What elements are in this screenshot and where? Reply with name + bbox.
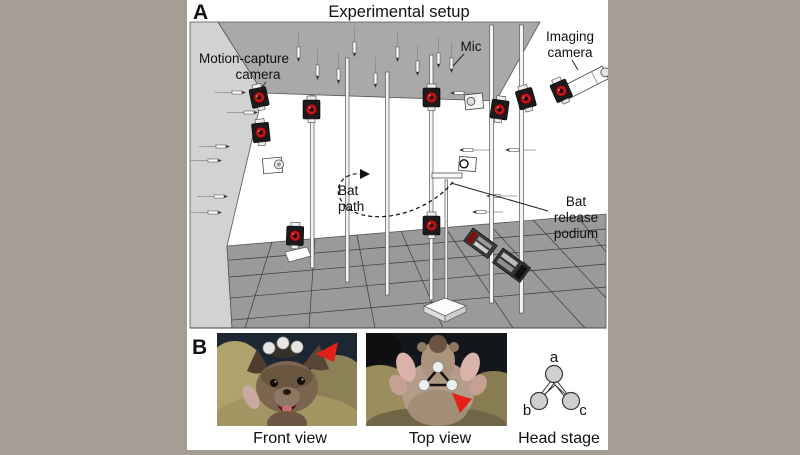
red-arrowhead-icon (452, 393, 472, 413)
pole (489, 24, 494, 304)
caption-top-view: Top view (409, 430, 472, 447)
camera-mount-card (284, 246, 312, 263)
podium-base-side (444, 305, 467, 323)
marker-ball (446, 379, 458, 391)
marker-ball (290, 340, 304, 354)
podium-pole (444, 179, 448, 307)
floor-grid (227, 215, 606, 328)
pole (310, 94, 315, 269)
panel-a-annotations: Motion-capture camera Mic Imaging camera… (199, 29, 598, 241)
leader-line (452, 53, 465, 67)
head-stage-diagram-struts (540, 380, 568, 397)
bat-release-label-line1: Bat (566, 194, 587, 209)
motion-capture-label-line1: Motion-capture (199, 51, 289, 66)
head-stage-node-a (544, 364, 564, 384)
imaging-camera-label-line2: camera (547, 45, 593, 60)
motion-capture-camera-icon (422, 211, 441, 239)
head-stage-node-c (561, 391, 581, 411)
motion-capture-camera-icon (422, 83, 441, 111)
caption-front-view: Front view (253, 430, 327, 447)
red-arrowhead-icon (316, 342, 338, 362)
node-label-b: b (523, 402, 531, 419)
marker-ball (432, 361, 444, 373)
pole (345, 57, 350, 283)
marker-ball (276, 336, 290, 350)
white-box-camera (261, 156, 284, 175)
microphone-icon (471, 210, 504, 214)
motion-capture-camera-icon (513, 82, 539, 114)
pole (519, 24, 524, 314)
leader-line (571, 59, 579, 71)
figure-svg: A Experimental setup (189, 1, 611, 447)
leader-line (257, 81, 267, 93)
top-view-photo (366, 333, 507, 426)
dark-camera (463, 227, 498, 260)
head-stage-diagram: a b c (523, 349, 587, 419)
front-view-photo (217, 333, 357, 426)
caption-head-stage: Head stage (518, 430, 600, 447)
leader-line (450, 182, 549, 212)
marker-ball (418, 379, 430, 391)
panel-b-label: B (192, 336, 207, 359)
microphone-icon (458, 148, 491, 152)
floor (226, 213, 607, 329)
bat-path-arrow (337, 169, 454, 218)
mic-label: Mic (461, 39, 482, 54)
bat-path-label-line2: path (338, 199, 364, 214)
imaging-camera (547, 65, 611, 107)
head-stage-node-b (529, 391, 549, 411)
podium-platform (431, 172, 463, 179)
bat-release-label-line3: podium (554, 226, 598, 241)
bat-path-label-line1: Bat (338, 183, 359, 198)
node-label-c: c (579, 402, 587, 419)
motion-capture-camera-icon (285, 221, 305, 250)
motion-capture-label-line2: camera (235, 67, 281, 82)
bat-path-arrowhead-icon (360, 169, 370, 179)
dark-camera (491, 247, 531, 284)
node-label-a: a (550, 349, 559, 366)
white-box-camera (463, 92, 485, 111)
motion-capture-camera-icon (302, 95, 321, 123)
figure-title: Experimental setup (328, 3, 469, 21)
figure-panel: A Experimental setup (187, 0, 611, 450)
panel-a-label: A (193, 1, 208, 24)
mounting-poles (310, 24, 524, 314)
bat-release-podium (422, 172, 468, 323)
motion-capture-camera-icon (547, 74, 575, 107)
white-box-camera (458, 156, 477, 173)
imaging-camera-label-line1: Imaging (546, 29, 594, 44)
marker-ball (262, 341, 276, 355)
pole (385, 71, 390, 296)
room-drawing (189, 21, 607, 329)
bat-release-label-line2: release (554, 210, 598, 225)
